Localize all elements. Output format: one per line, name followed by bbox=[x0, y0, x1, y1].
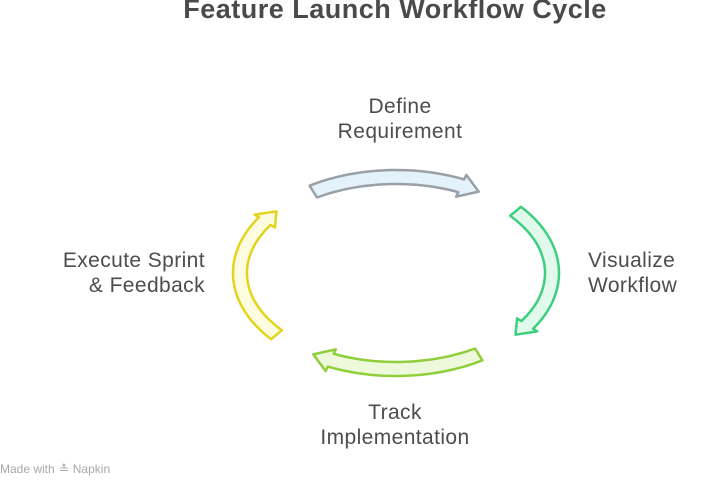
diagram-title: Feature Launch Workflow Cycle bbox=[183, 0, 607, 24]
step-visualize-workflow: Visualize Workflow bbox=[588, 248, 719, 298]
step-label-line2: Requirement bbox=[337, 120, 463, 143]
step-execute-sprint: Execute Sprint & Feedback bbox=[0, 248, 205, 298]
arrow-track-to-execute bbox=[312, 347, 484, 378]
footer-watermark: Made with ≛ Napkin bbox=[0, 462, 110, 476]
step-label-line1: Visualize bbox=[588, 249, 676, 272]
arrow-visualize-to-track bbox=[508, 205, 561, 336]
napkin-logo-icon: ≛ bbox=[58, 462, 69, 476]
brand-name: Napkin bbox=[72, 462, 111, 476]
step-label-line1: Execute Sprint bbox=[62, 249, 205, 272]
step-track-implementation: Track Implementation bbox=[275, 400, 515, 450]
made-with-text: Made with bbox=[0, 462, 55, 476]
arrow-execute-to-define bbox=[231, 210, 284, 341]
step-label-line1: Define bbox=[368, 95, 432, 118]
step-label-line2: Implementation bbox=[320, 426, 470, 449]
step-label-line2: Workflow bbox=[588, 274, 678, 297]
step-label-line2: & Feedback bbox=[88, 274, 205, 297]
step-define-requirement: Define Requirement bbox=[300, 94, 500, 144]
arrow-define-to-visualize bbox=[308, 168, 480, 199]
step-label-line1: Track bbox=[368, 401, 422, 424]
